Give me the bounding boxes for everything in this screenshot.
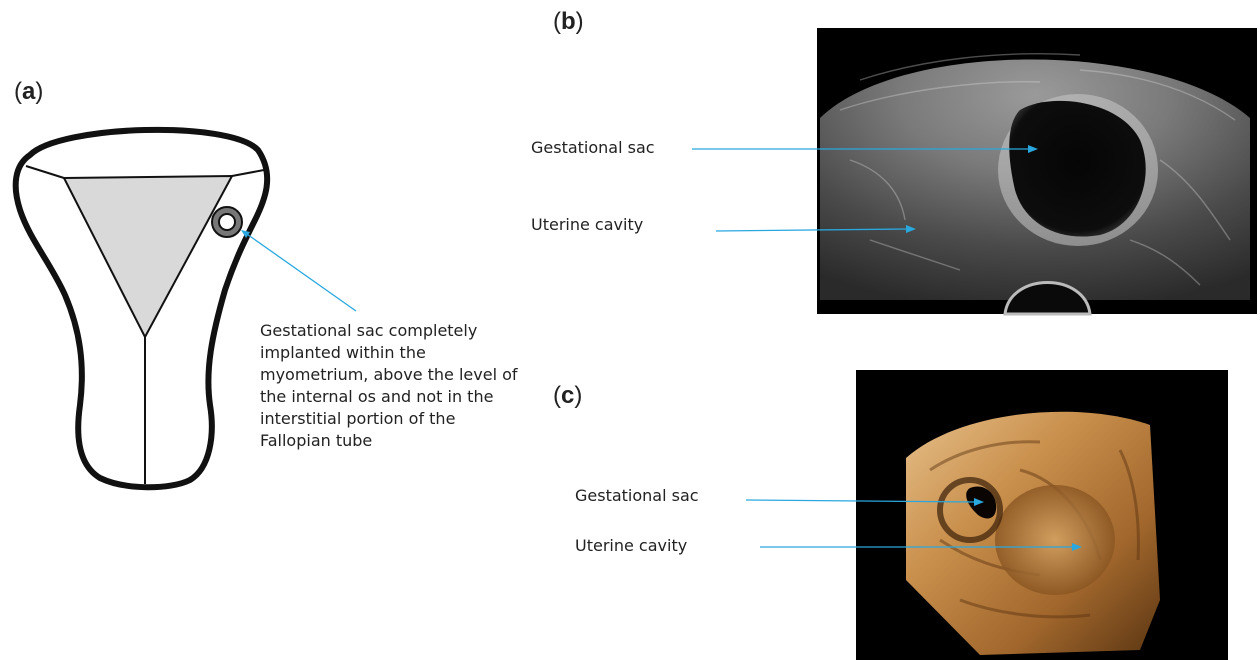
description-line: Fallopian tube bbox=[260, 430, 530, 452]
ultrasound-b bbox=[692, 28, 1257, 314]
description-line: interstitial portion of the bbox=[260, 408, 530, 430]
panel-label-b: (b) bbox=[553, 8, 584, 36]
description-line: implanted within the bbox=[260, 342, 530, 364]
panel-label-a: (a) bbox=[14, 78, 43, 106]
gestational-sac-description: Gestational sac completely implanted wit… bbox=[260, 320, 530, 452]
c-gestational-sac-label: Gestational sac bbox=[575, 486, 699, 505]
sac-pointer-arrow bbox=[244, 232, 356, 311]
b-gestational-sac-label: Gestational sac bbox=[531, 138, 655, 157]
description-line: myometrium, above the level of bbox=[260, 364, 530, 386]
b-uterine-cavity-label: Uterine cavity bbox=[531, 215, 643, 234]
description-line: the internal os and not in the bbox=[260, 386, 530, 408]
panel-label-c: (c) bbox=[553, 382, 582, 410]
gestational-sac-marker bbox=[212, 207, 242, 237]
c-uterine-cavity-label: Uterine cavity bbox=[575, 536, 687, 555]
ultrasound-c bbox=[746, 370, 1228, 660]
description-line: Gestational sac completely bbox=[260, 320, 530, 342]
ultrasound-c-cavity bbox=[995, 485, 1115, 595]
